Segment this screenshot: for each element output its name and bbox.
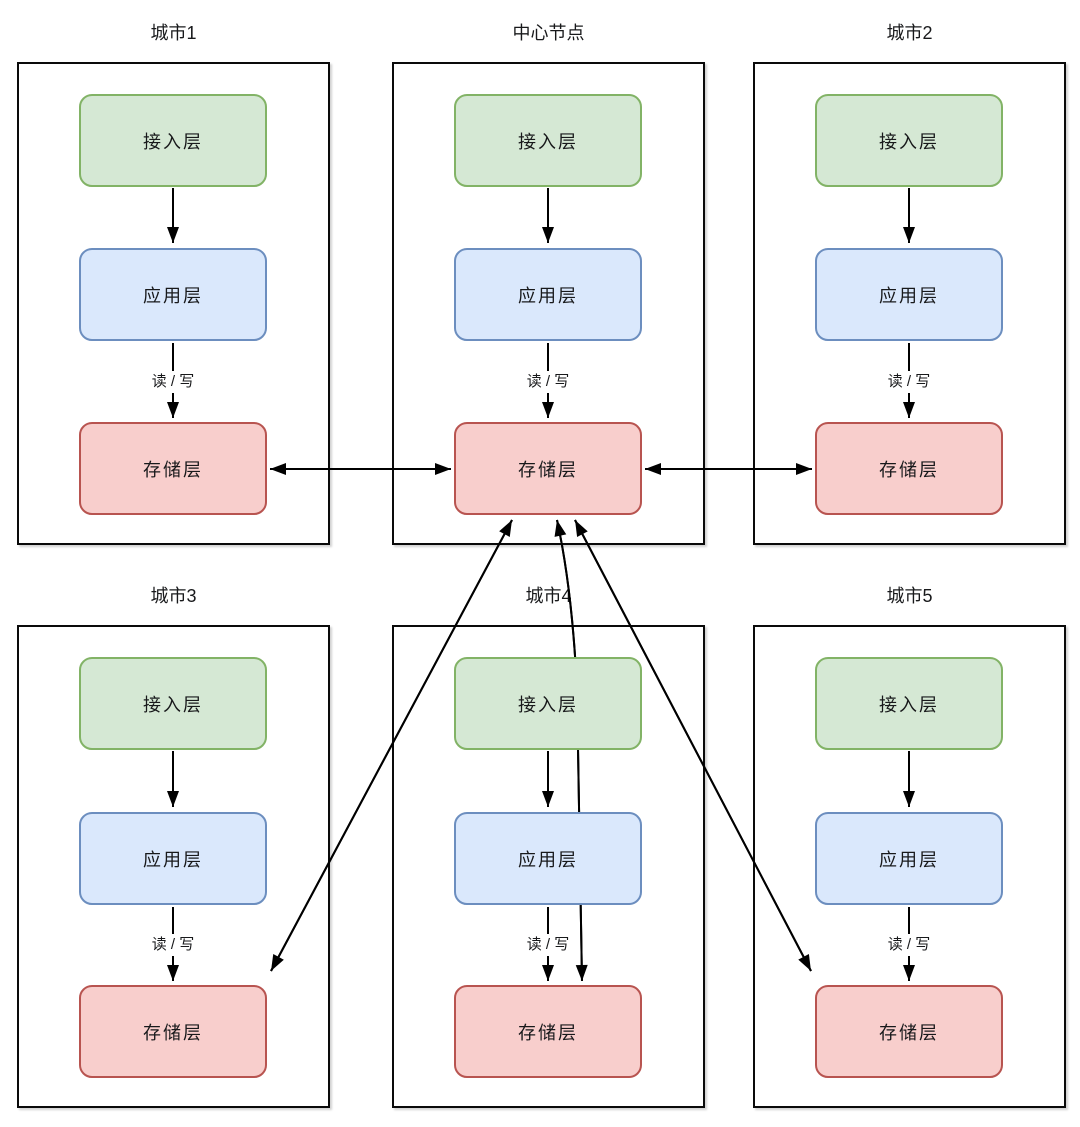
edge-sync-center-city5-up xyxy=(574,519,812,972)
node-city1-app-layer: 应用层 xyxy=(79,248,267,341)
node-city5-access-layer: 接入层 xyxy=(815,657,1003,750)
node-city2-app-layer: 应用层 xyxy=(815,248,1003,341)
node-city3-storage-layer: 存储层 xyxy=(79,985,267,1078)
node-center-storage-layer: 存储层 xyxy=(454,422,642,515)
node-city5-storage-layer: 存储层 xyxy=(815,985,1003,1078)
read-write-label-city1: 读 / 写 xyxy=(141,371,205,393)
group-title-center: 中心节点 xyxy=(512,23,585,43)
group-title-city5: 城市5 xyxy=(886,586,933,606)
read-write-label-city4: 读 / 写 xyxy=(516,934,580,956)
node-city3-app-layer: 应用层 xyxy=(79,812,267,905)
node-city4-access-layer: 接入层 xyxy=(454,657,642,750)
node-center-app-layer: 应用层 xyxy=(454,248,642,341)
group-title-city1: 城市1 xyxy=(150,23,197,43)
node-city5-app-layer: 应用层 xyxy=(815,812,1003,905)
node-city2-storage-layer: 存储层 xyxy=(815,422,1003,515)
group-title-city4: 城市4 xyxy=(525,586,572,606)
node-city4-app-layer: 应用层 xyxy=(454,812,642,905)
node-city4-storage-layer: 存储层 xyxy=(454,985,642,1078)
read-write-label-city2: 读 / 写 xyxy=(877,371,941,393)
node-city1-storage-layer: 存储层 xyxy=(79,422,267,515)
group-title-city3: 城市3 xyxy=(150,586,197,606)
node-city2-access-layer: 接入层 xyxy=(815,94,1003,187)
edge-sync-center-city3-up xyxy=(270,519,513,972)
node-city1-access-layer: 接入层 xyxy=(79,94,267,187)
read-write-label-city3: 读 / 写 xyxy=(141,934,205,956)
read-write-label-city5: 读 / 写 xyxy=(877,934,941,956)
edge-sync-center-city4-up xyxy=(554,519,583,982)
node-city3-access-layer: 接入层 xyxy=(79,657,267,750)
group-title-city2: 城市2 xyxy=(886,23,933,43)
read-write-label-center: 读 / 写 xyxy=(516,371,580,393)
node-center-access-layer: 接入层 xyxy=(454,94,642,187)
